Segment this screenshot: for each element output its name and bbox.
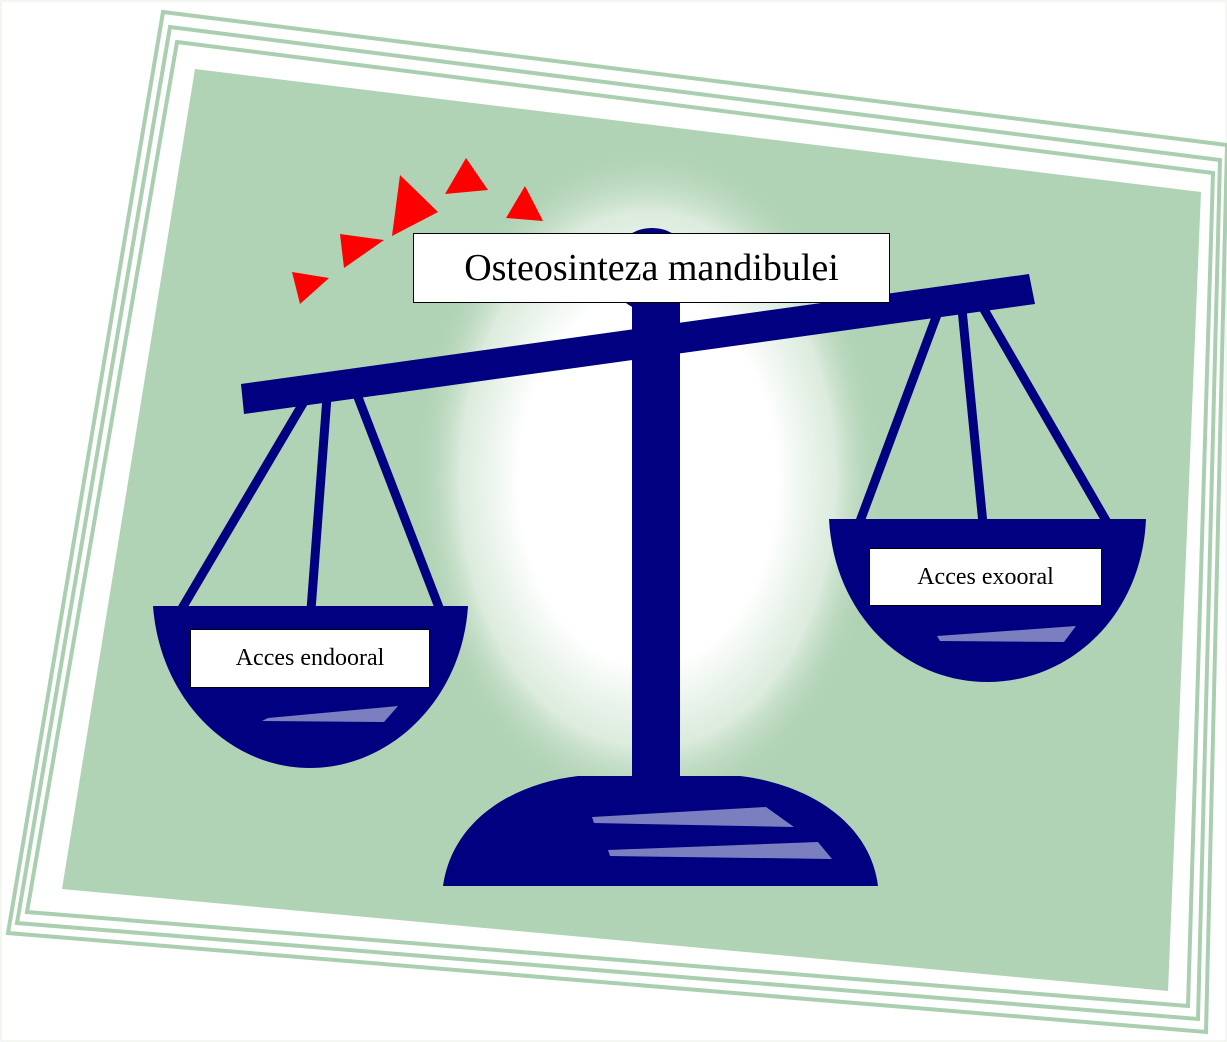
scale-title: Osteosinteza mandibulei bbox=[413, 233, 890, 303]
highlight-streaks bbox=[262, 626, 1076, 859]
red-arrowheads-icon bbox=[292, 158, 543, 304]
right-pan-label: Acces exooral bbox=[869, 548, 1102, 606]
left-pan-label: Acces endooral bbox=[190, 629, 430, 688]
picture-frame bbox=[5, 9, 1227, 1035]
